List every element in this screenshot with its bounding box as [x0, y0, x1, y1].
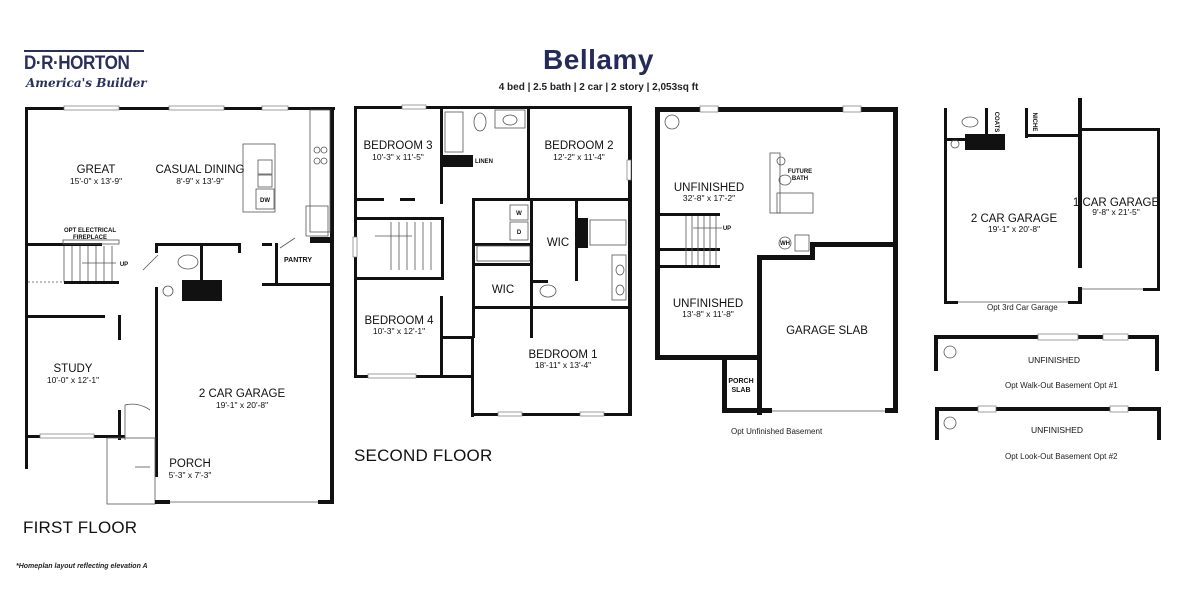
svg-text:DW: DW — [260, 198, 270, 204]
svg-text:PANTRY: PANTRY — [284, 257, 312, 264]
svg-text:10'-0" x 12'-1": 10'-0" x 12'-1" — [47, 375, 99, 385]
svg-text:LINEN: LINEN — [475, 159, 493, 165]
svg-text:PORCH: PORCH — [169, 458, 211, 470]
svg-text:BATH: BATH — [792, 176, 808, 182]
svg-text:UNFINISHED: UNFINISHED — [674, 182, 744, 194]
first-floor-label: FIRST FLOOR — [23, 518, 138, 537]
svg-text:UNFINISHED: UNFINISHED — [1028, 355, 1080, 365]
svg-text:15'-0" x 13'-9": 15'-0" x 13'-9" — [70, 176, 122, 186]
svg-text:2 CAR GARAGE: 2 CAR GARAGE — [971, 213, 1058, 225]
logo-rule — [24, 50, 144, 52]
logo-wordmark: D·R·HORTON — [24, 53, 130, 74]
svg-text:STUDY: STUDY — [54, 363, 93, 375]
svg-text:BEDROOM 4: BEDROOM 4 — [364, 315, 434, 327]
basement-plan: FUTURE BATH WH UP UNFINISHED 32'-8" x 17… — [655, 105, 898, 415]
svg-text:W: W — [516, 211, 522, 217]
svg-text:CASUAL DINING: CASUAL DINING — [155, 164, 244, 176]
plan-title: Bellamy — [543, 44, 654, 75]
svg-text:19'-1" x 20'-8": 19'-1" x 20'-8" — [988, 224, 1040, 234]
logo-tagline: America's Builder — [26, 76, 147, 90]
svg-text:UP: UP — [723, 226, 731, 232]
svg-text:NICHE: NICHE — [1031, 113, 1037, 132]
second-floor-plan: LINEN W D WIC WIC — [352, 104, 632, 417]
first-floor-plan: DW OPT ELECTRICAL FIREPLACE UP — [25, 105, 335, 505]
svg-text:FIREPLACE: FIREPLACE — [73, 235, 107, 241]
footnote: *Homeplan layout reflecting elevation A — [16, 563, 148, 570]
svg-text:GARAGE SLAB: GARAGE SLAB — [786, 325, 868, 337]
svg-text:COATS: COATS — [993, 112, 999, 133]
svg-text:19'-1" x 20'-8": 19'-1" x 20'-8" — [216, 400, 268, 410]
svg-text:SLAB: SLAB — [731, 387, 750, 394]
third-garage-caption: Opt 3rd Car Garage — [987, 303, 1058, 312]
svg-text:13'-8" x 11'-8": 13'-8" x 11'-8" — [682, 309, 734, 319]
svg-text:2 CAR GARAGE: 2 CAR GARAGE — [199, 388, 286, 400]
svg-text:BEDROOM 2: BEDROOM 2 — [544, 140, 613, 152]
svg-text:10'-3" x 11'-5": 10'-3" x 11'-5" — [372, 152, 424, 162]
walkout-basement-plan: UNFINISHED — [934, 333, 1159, 371]
svg-text:UNFINISHED: UNFINISHED — [1031, 425, 1083, 435]
basement-caption: Opt Unfinished Basement — [731, 427, 823, 436]
svg-text:UP: UP — [120, 262, 128, 268]
svg-text:D: D — [517, 230, 522, 236]
svg-text:GREAT: GREAT — [77, 164, 116, 176]
walkout-caption: Opt Walk-Out Basement Opt #1 — [1005, 381, 1118, 390]
svg-text:FUTURE: FUTURE — [788, 169, 812, 175]
svg-text:10'-3" x 12'-1": 10'-3" x 12'-1" — [373, 326, 425, 336]
plan-specs: 4 bed | 2.5 bath | 2 car | 2 story | 2,0… — [498, 82, 699, 93]
second-floor-label: SECOND FLOOR — [354, 446, 493, 465]
svg-text:WIC: WIC — [492, 284, 514, 296]
svg-text:WH: WH — [780, 241, 790, 247]
lookout-caption: Opt Look-Out Basement Opt #2 — [1005, 452, 1118, 461]
svg-text:BEDROOM 1: BEDROOM 1 — [528, 349, 597, 361]
svg-text:1 CAR GARAGE: 1 CAR GARAGE — [1073, 197, 1160, 209]
svg-text:BEDROOM 3: BEDROOM 3 — [363, 140, 432, 152]
svg-text:OPT ELECTRICAL: OPT ELECTRICAL — [64, 228, 116, 234]
svg-text:UNFINISHED: UNFINISHED — [673, 298, 743, 310]
svg-text:9'-8" x 21'-5": 9'-8" x 21'-5" — [1092, 207, 1140, 217]
lookout-basement-plan: UNFINISHED — [935, 405, 1161, 440]
svg-text:12'-2" x 11'-4": 12'-2" x 11'-4" — [553, 152, 605, 162]
svg-text:PORCH: PORCH — [728, 378, 753, 385]
svg-text:WIC: WIC — [547, 237, 569, 249]
third-car-garage-plan: COATS NICHE 2 CAR GARAGE 19'-1" x 20'-8"… — [944, 98, 1160, 304]
svg-text:8'-9" x 13'-9": 8'-9" x 13'-9" — [176, 176, 224, 186]
svg-text:18'-11" x 13'-4": 18'-11" x 13'-4" — [535, 360, 591, 370]
svg-text:5'-3" x 7'-3": 5'-3" x 7'-3" — [169, 470, 212, 480]
svg-text:32'-8" x 17'-2": 32'-8" x 17'-2" — [683, 193, 735, 203]
